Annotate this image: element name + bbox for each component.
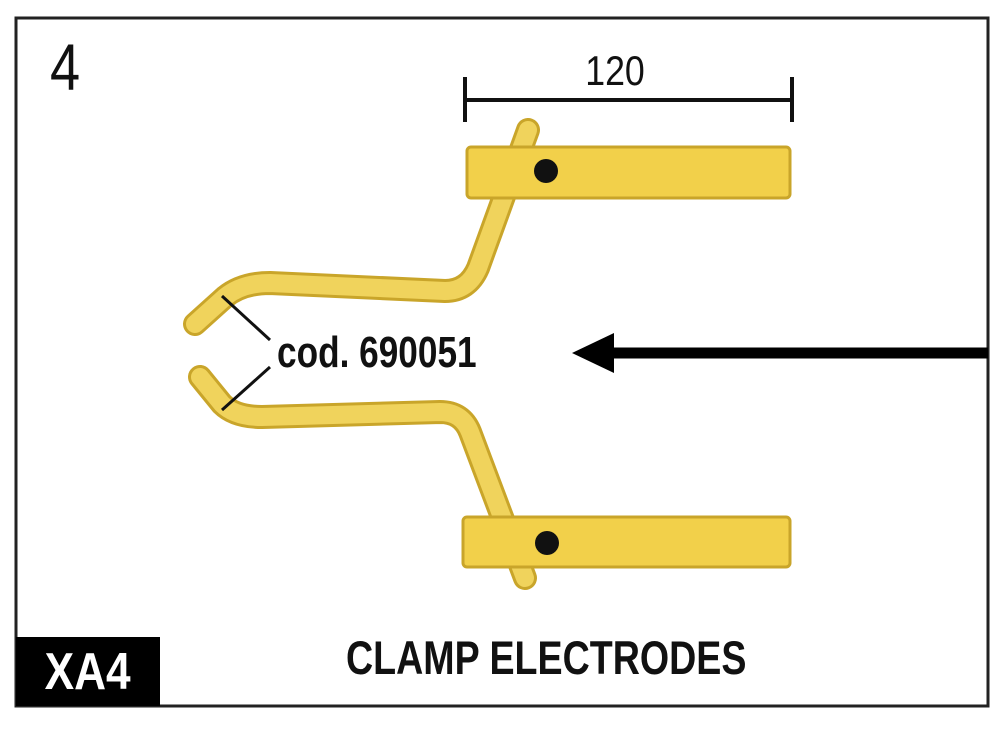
dimension-line	[463, 77, 794, 122]
panel-frame	[14, 16, 990, 708]
panel-number: 4	[50, 30, 81, 104]
upper-electrode-pin	[534, 159, 558, 183]
series-code: XA4	[45, 642, 131, 701]
lower-electrode-pin	[535, 531, 559, 555]
code-leader-lines	[220, 294, 272, 412]
upper-electrode-bar	[465, 145, 792, 200]
dimension-label: 120	[585, 47, 645, 94]
part-code-label: cod. 690051	[277, 328, 477, 377]
panel-caption: CLAMP ELECTRODES	[346, 631, 747, 684]
lower-clamp-rod	[188, 365, 537, 590]
series-badge: XA4	[16, 637, 160, 706]
upper-clamp-rod	[183, 118, 540, 336]
pointer-arrow	[572, 333, 988, 373]
lower-electrode-bar	[461, 515, 792, 569]
